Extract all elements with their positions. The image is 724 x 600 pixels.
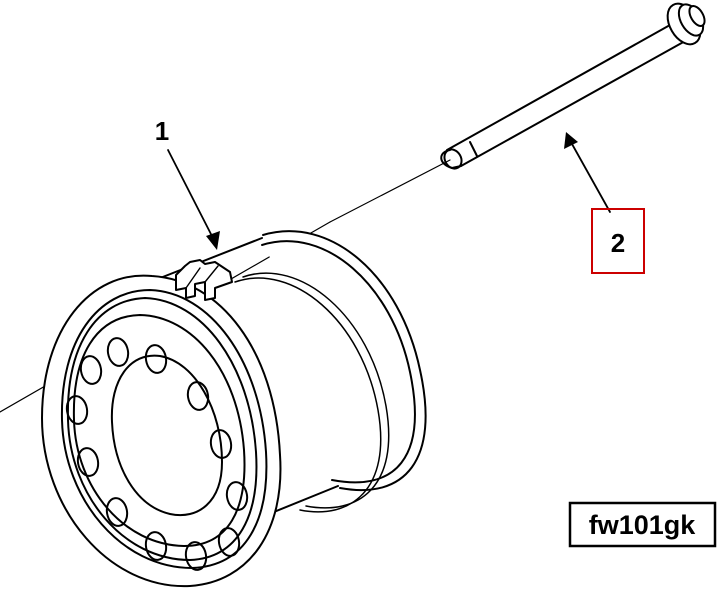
callout-2-leader bbox=[571, 143, 611, 213]
drum-part-1 bbox=[41, 230, 427, 588]
callout-1-arrowhead bbox=[206, 231, 220, 250]
callout-2-highlight-box bbox=[591, 208, 645, 274]
callout-1-leader bbox=[167, 149, 215, 241]
callout-1-label: 1 bbox=[155, 116, 169, 146]
figure-code-label: fw101gk bbox=[589, 510, 697, 540]
front-rim-outer bbox=[41, 274, 282, 588]
key-tabs bbox=[175, 259, 233, 301]
callout-2-arrowhead bbox=[564, 132, 578, 149]
center-axis-line-upper bbox=[329, 159, 451, 223]
bolt-part-2 bbox=[440, 2, 706, 170]
callout-2-label: 2 bbox=[611, 228, 625, 258]
figure-code-box bbox=[568, 501, 717, 548]
